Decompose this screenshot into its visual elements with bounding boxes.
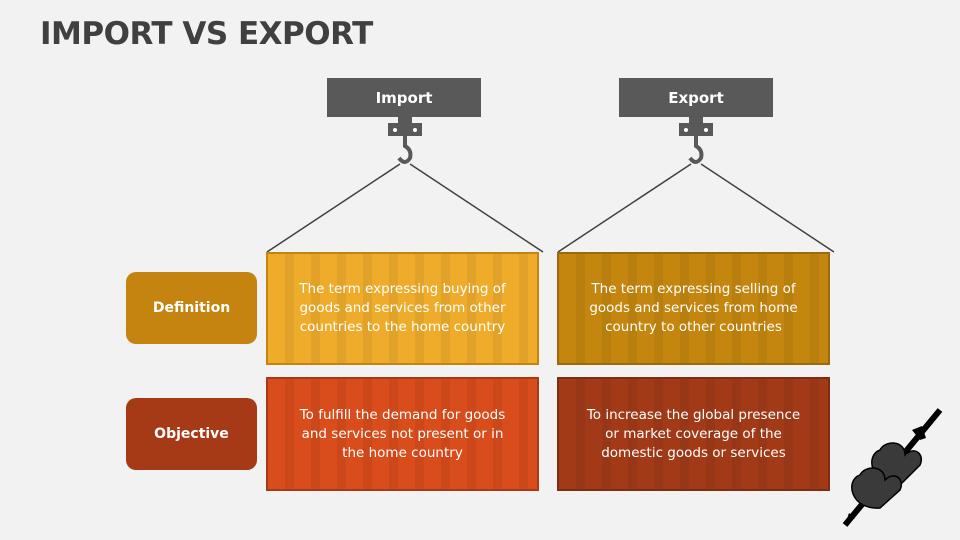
import-header: Import [327, 78, 481, 117]
import-objective-text: To fulfill the demand for goods and serv… [299, 406, 506, 461]
import-hook-icon [388, 117, 422, 164]
page-title: IMPORT VS EXPORT [40, 16, 373, 52]
import-objective-container: To fulfill the demand for goods and serv… [266, 377, 539, 491]
import-definition-text: The term expressing buying of goods and … [299, 281, 506, 335]
export-definition-container: The term expressing selling of goods and… [557, 252, 830, 365]
hearts-arrow-icon [842, 408, 943, 527]
objective-label: Objective [126, 398, 257, 470]
export-objective-text: To increase the global presence or marke… [586, 406, 801, 461]
export-hook-icon [679, 117, 713, 164]
import-definition-container: The term expressing buying of goods and … [266, 252, 539, 365]
export-header: Export [619, 78, 773, 117]
ropes [266, 163, 835, 253]
export-objective-container: To increase the global presence or marke… [557, 377, 830, 491]
definition-label: Definition [126, 272, 257, 344]
export-definition-text: The term expressing selling of goods and… [589, 281, 798, 335]
